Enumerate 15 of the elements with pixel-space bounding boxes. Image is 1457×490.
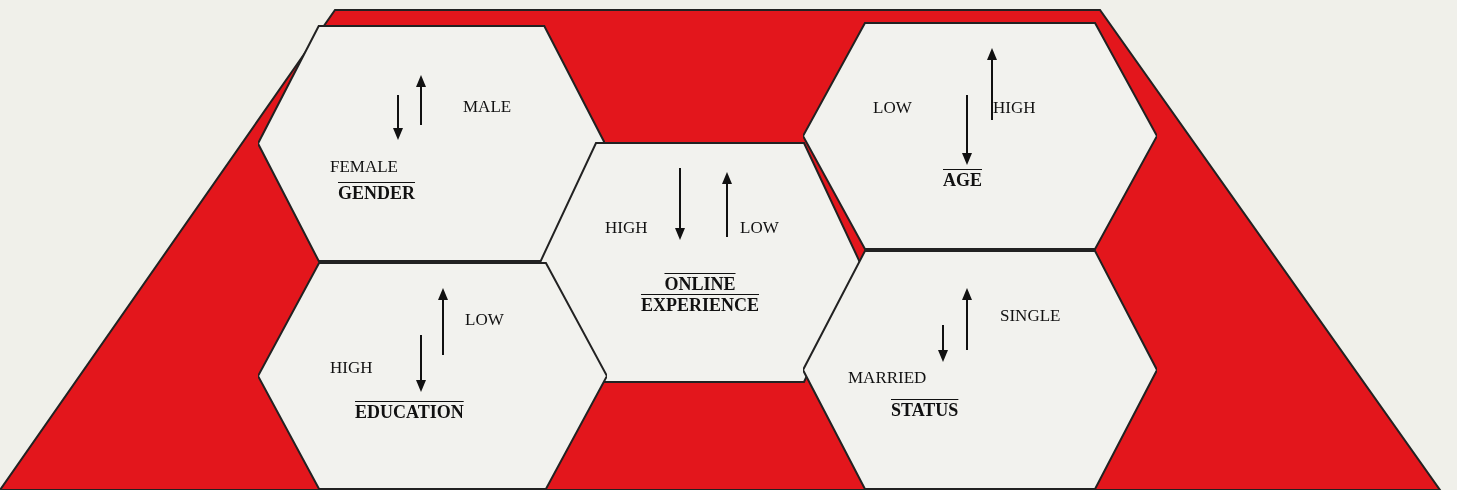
scale-label: LOW	[740, 218, 779, 238]
scale-label: FEMALE	[330, 157, 398, 177]
scale-label: MARRIED	[848, 368, 927, 388]
scale-label: HIGH	[993, 98, 1036, 118]
scale-label: SINGLE	[1000, 306, 1061, 326]
scale-label: HIGH	[330, 358, 373, 378]
category-heading: STATUS	[891, 400, 959, 421]
scale-label: MALE	[463, 97, 512, 117]
scale-label: LOW	[465, 310, 504, 330]
scale-label: HIGH	[605, 218, 648, 238]
category-heading: GENDER	[338, 183, 415, 204]
category-heading: AGE	[943, 170, 982, 191]
category-heading: EDUCATION	[355, 402, 464, 423]
scale-label: LOW	[873, 98, 912, 118]
category-heading: ONLINE EXPERIENCE	[640, 274, 760, 316]
